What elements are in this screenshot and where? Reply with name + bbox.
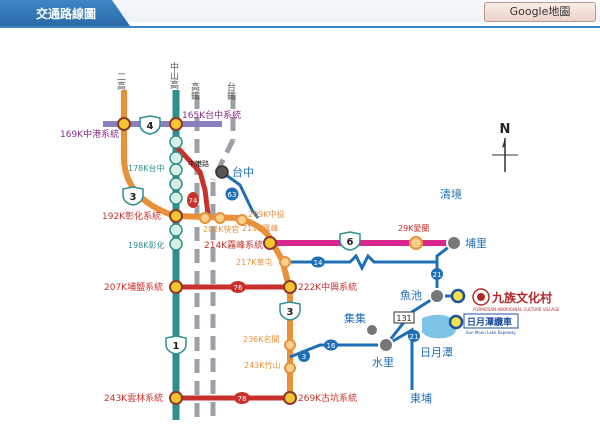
shield-3-south: 3 [279,301,301,321]
tra-line-mid [210,138,236,182]
shield-63: 63 [225,187,239,201]
label-ailan: 29K愛蘭 [398,223,429,233]
label-tra: 台鐵 [225,81,236,101]
freeway-1-stations [169,135,183,251]
label-shuili: 水里 [372,356,394,369]
sun-moon-lake [422,314,457,339]
label-165: 165K台中系統 [182,109,241,121]
shield-1: 1 [165,335,187,355]
junctions [117,117,466,405]
label-209: 209K中投 [248,209,285,219]
label-fw3: 二高 [115,72,126,91]
svg-text:3: 3 [287,307,294,318]
fcv-logo: 九族文化村 FORMOSAN ABORIGINAL CULTURE VILLAG… [472,288,560,312]
svg-text:76: 76 [234,284,243,292]
label-192: 192K彰化系統 [102,210,161,222]
label-243-s: 243K竹山 [244,360,281,370]
shield-3-north: 3 [122,186,144,206]
label-taichung: 台中 [232,165,254,179]
shield-6: 6 [339,231,361,251]
label-269: 269K古坑系統 [298,392,357,404]
road-21-south [385,327,414,390]
google-map-button[interactable]: Google地圖 [484,2,596,22]
shield-4: 4 [139,115,161,135]
svg-text:N: N [500,122,511,137]
svg-text:74: 74 [189,197,198,205]
label-hsr: 高鐵 [189,81,200,101]
label-169: 169K中港系統 [60,128,119,140]
label-jiji: 集集 [344,311,366,325]
shield-76: 76 [230,281,246,293]
north-arrow: N [492,122,518,172]
page-title: 交通路線圖 [36,7,97,21]
label-236: 236K名間 [243,334,280,344]
label-207: 207K埔鹽系統 [104,281,163,293]
label-217: 217K草屯 [236,257,273,267]
svg-text:1: 1 [173,341,180,352]
header-bar [0,0,600,22]
svg-text:九族文化村: 九族文化村 [491,290,552,305]
label-qingjing: 清境 [440,187,462,201]
svg-text:78: 78 [238,395,247,403]
shield-16: 16 [324,339,338,351]
label-fw1: 中山高 [168,61,179,90]
svg-text:6: 6 [347,237,354,248]
svg-text:Sun Moon Lake Ropeway: Sun Moon Lake Ropeway [466,330,516,335]
label-yuchi: 魚池 [400,289,422,302]
label-puli: 埔里 [465,237,487,250]
label-198: 198K彰化 [128,240,165,250]
svg-text:3: 3 [302,353,306,361]
svg-text:21: 21 [433,271,442,279]
header-tab: 交通路線圖 [0,0,130,26]
road-14 [285,253,439,292]
svg-text:131: 131 [396,314,411,323]
label-zhonggang-road: 中港路 [188,159,209,168]
ropeway-logo: 日月潭纜車 Sun Moon Lake Ropeway [463,313,519,335]
svg-text:21: 21 [410,333,419,341]
header-divider [0,26,600,28]
svg-text:16: 16 [327,342,336,350]
label-sun-moon-lake: 日月潭 [420,346,453,359]
label-222: 222K中興系統 [298,281,357,293]
label-214: 214K霧峰系統 [204,239,263,251]
shield-21-north: 21 [431,268,443,280]
svg-text:3: 3 [130,192,137,203]
shield-21-south: 21 [408,330,420,342]
svg-text:14: 14 [314,259,323,267]
svg-text:4: 4 [147,121,154,132]
label-dongpu: 東埔 [410,392,432,405]
shield-131: 131 [393,311,415,324]
label-202: 202K快官 [203,224,240,234]
shield-3-provincial: 3 [298,350,310,362]
shield-74: 74 [187,192,199,208]
svg-text:日月潭纜車: 日月潭纜車 [467,316,512,328]
svg-text:FORMOSAN ABORIGINAL CULTURE VI: FORMOSAN ABORIGINAL CULTURE VILLAGE [473,307,560,312]
shield-14: 14 [311,256,325,268]
road-63 [221,170,260,219]
label-211: 211K霧峰 [242,223,279,233]
shield-78: 78 [234,392,250,404]
label-243: 243K雲林系統 [104,392,163,404]
expressway-74 [174,144,211,215]
svg-text:63: 63 [228,191,237,199]
label-178: 178K台中 [128,163,165,173]
